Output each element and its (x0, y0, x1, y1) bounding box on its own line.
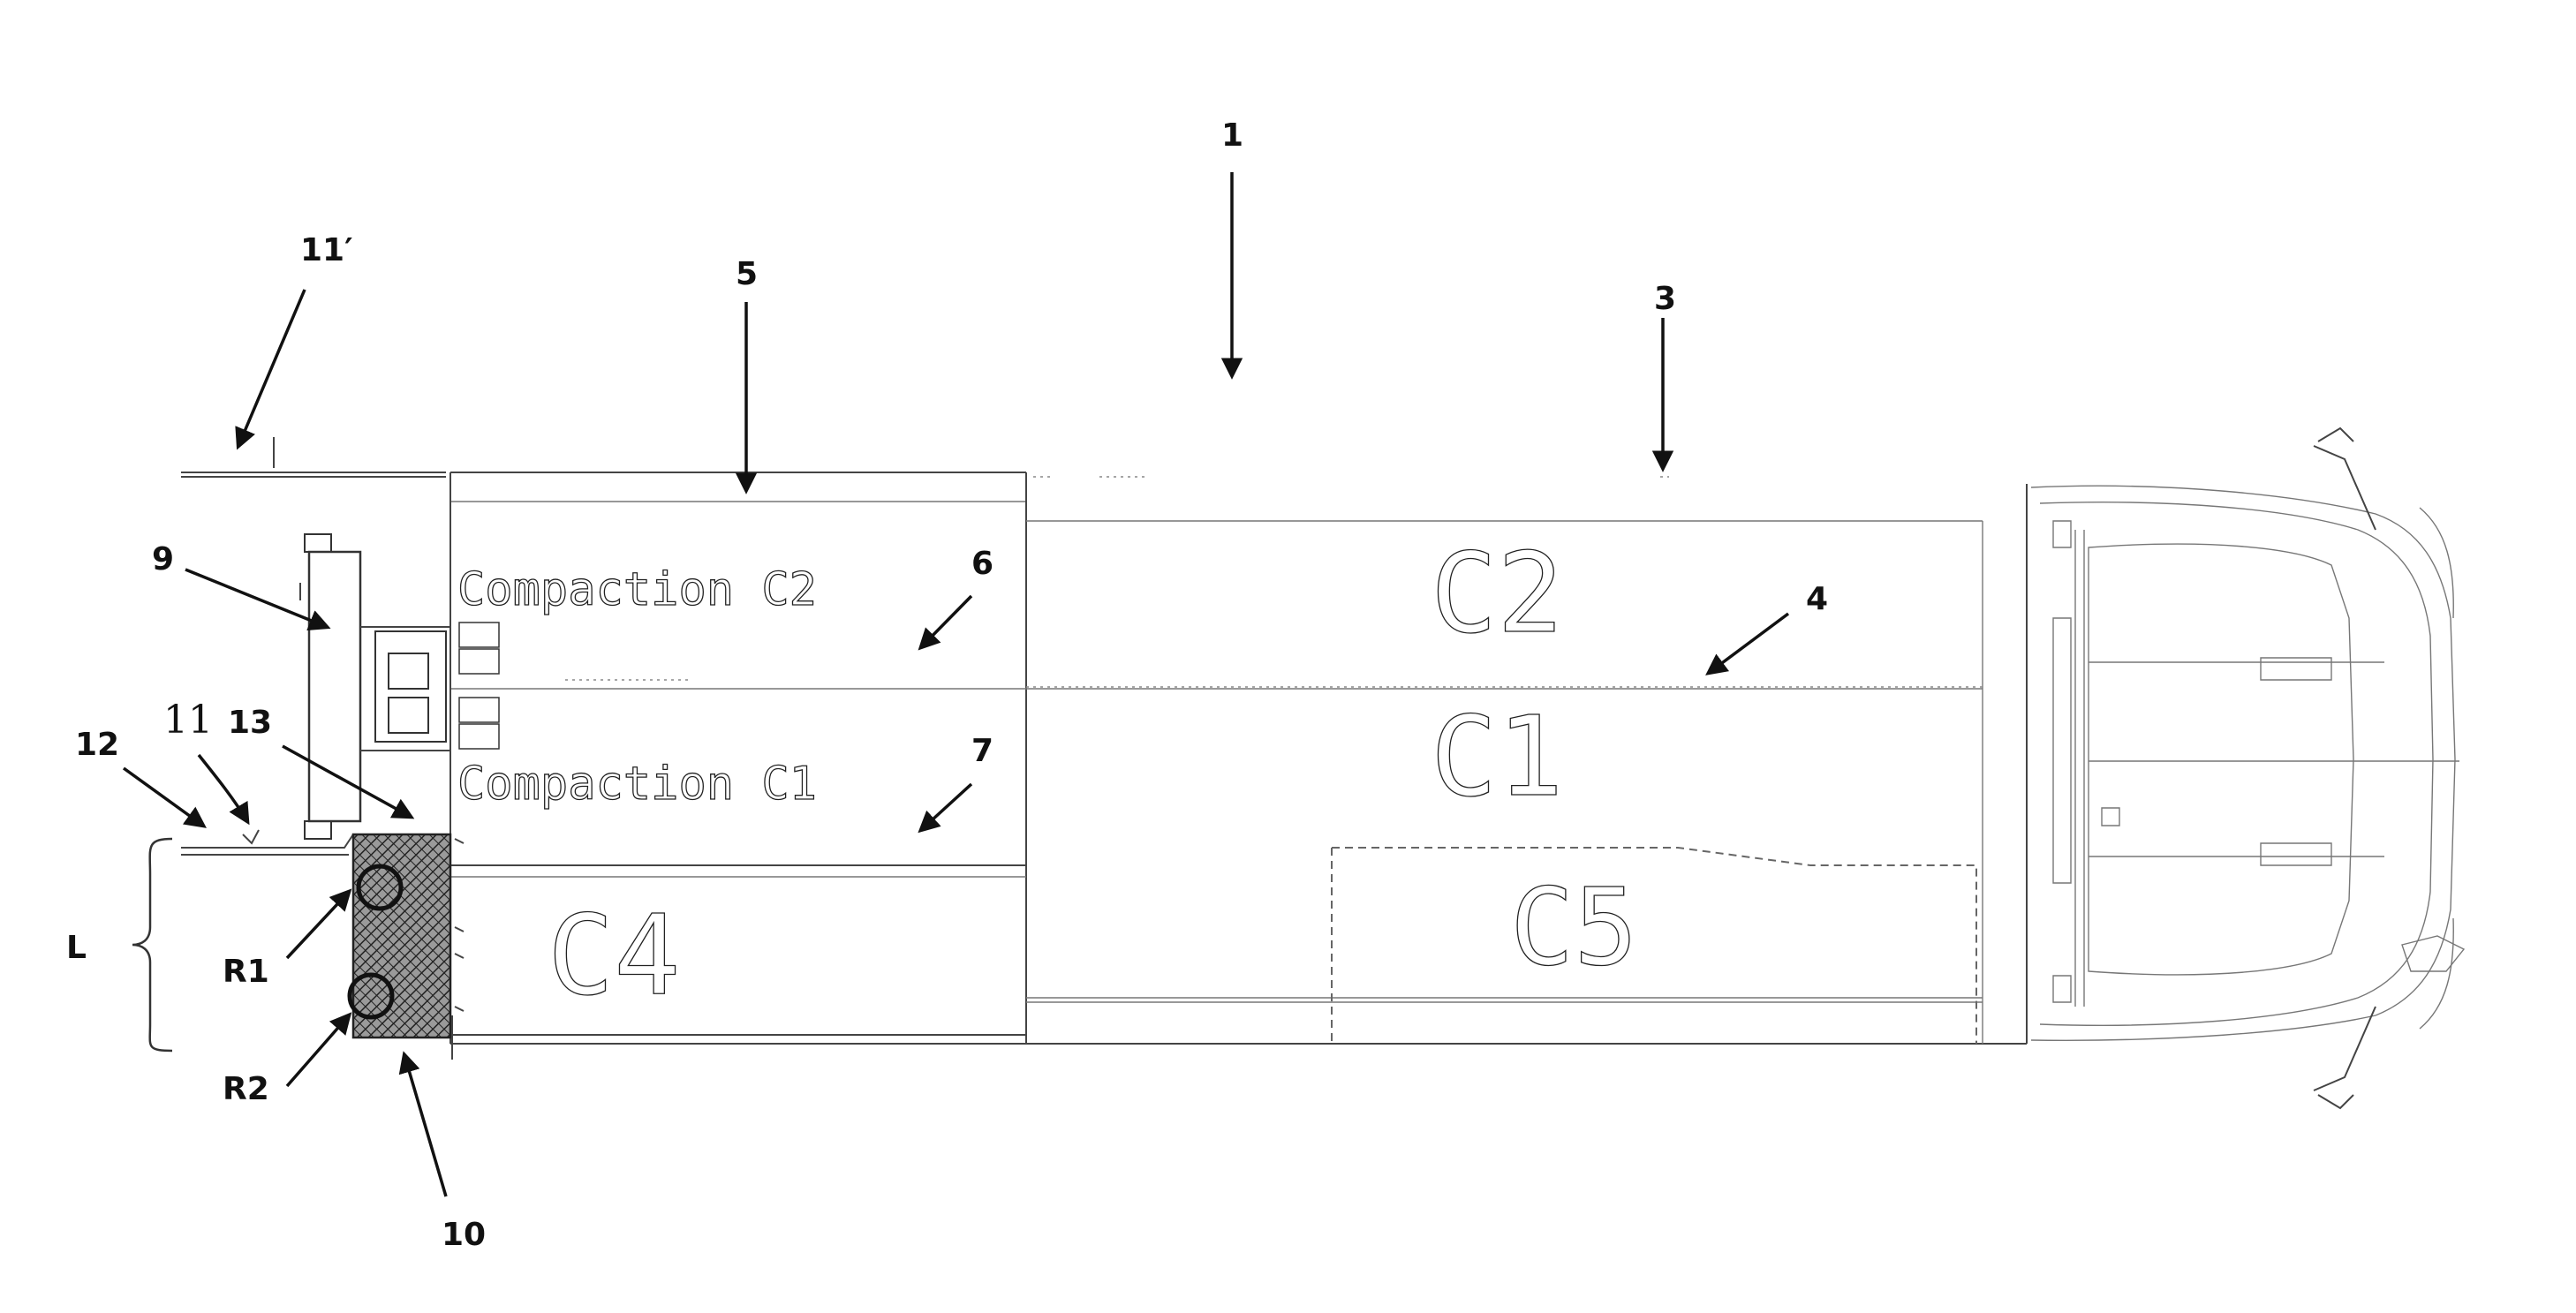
compartment-c2-label: C2 (1431, 530, 1564, 658)
ref-4: 4 (1806, 581, 1828, 617)
ref-R2: R2 (223, 1071, 269, 1107)
ref-9: 9 (152, 541, 174, 577)
ref-13: 13 (228, 705, 272, 741)
ref-11-prime: 11′ (300, 232, 353, 268)
ref-1: 1 (1221, 117, 1243, 154)
compartment-c5-label: C5 (1510, 867, 1638, 990)
compaction-c2-label: Compaction C2 (457, 563, 817, 616)
ref-10: 10 (442, 1217, 486, 1253)
compartment-c1-label: C1 (1431, 693, 1564, 821)
ref-5: 5 (736, 256, 758, 292)
compaction-c1-label: Compaction C1 (457, 758, 817, 811)
ref-6: 6 (971, 546, 993, 582)
ref-L: L (66, 930, 87, 966)
ref-R1: R1 (223, 954, 269, 990)
ref-11: 11 (163, 698, 213, 743)
vehicle-cab (2027, 428, 2464, 1108)
ref-7: 7 (971, 733, 993, 769)
brace-L (132, 839, 172, 1051)
compartment-c4-label: C4 (548, 892, 681, 1020)
ref-3: 3 (1654, 281, 1676, 317)
ref-12: 12 (75, 727, 119, 763)
